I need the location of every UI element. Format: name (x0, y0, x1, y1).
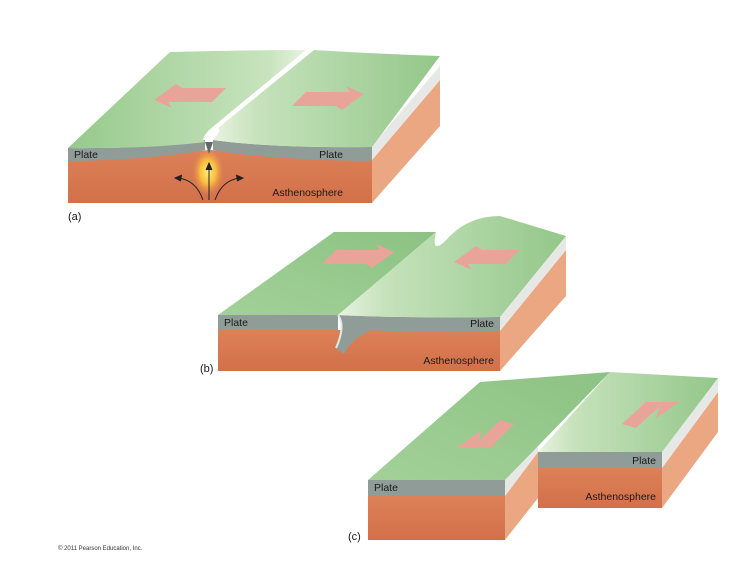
panel-c-label-asthenosphere: Asthenosphere (585, 491, 656, 503)
panel-c-caption: (c) (348, 531, 361, 543)
panel-c-transform: Plate Plate Asthenosphere (c) (348, 372, 718, 543)
panel-b-label-asthenosphere: Asthenosphere (423, 355, 494, 367)
panel-a-caption: (a) (68, 211, 81, 223)
panel-a-divergent: Plate Plate Asthenosphere (a) (68, 50, 440, 223)
panel-b-convergent: Plate Plate Asthenosphere (b) (200, 216, 566, 375)
panel-a-label-asthenosphere: Asthenosphere (272, 187, 343, 199)
copyright-notice: © 2011 Pearson Education, Inc. (58, 545, 143, 552)
panel-c-left-mantle-front (368, 496, 505, 540)
panel-a-label-plate-left: Plate (74, 149, 98, 161)
panel-c-label-plate-right: Plate (632, 455, 656, 467)
panel-c-label-plate-left: Plate (374, 482, 398, 494)
panel-a-label-plate-right: Plate (319, 149, 343, 161)
panel-b-caption: (b) (200, 363, 213, 375)
panel-b-label-plate-left: Plate (224, 317, 248, 329)
panel-b-label-plate-right: Plate (470, 318, 494, 330)
